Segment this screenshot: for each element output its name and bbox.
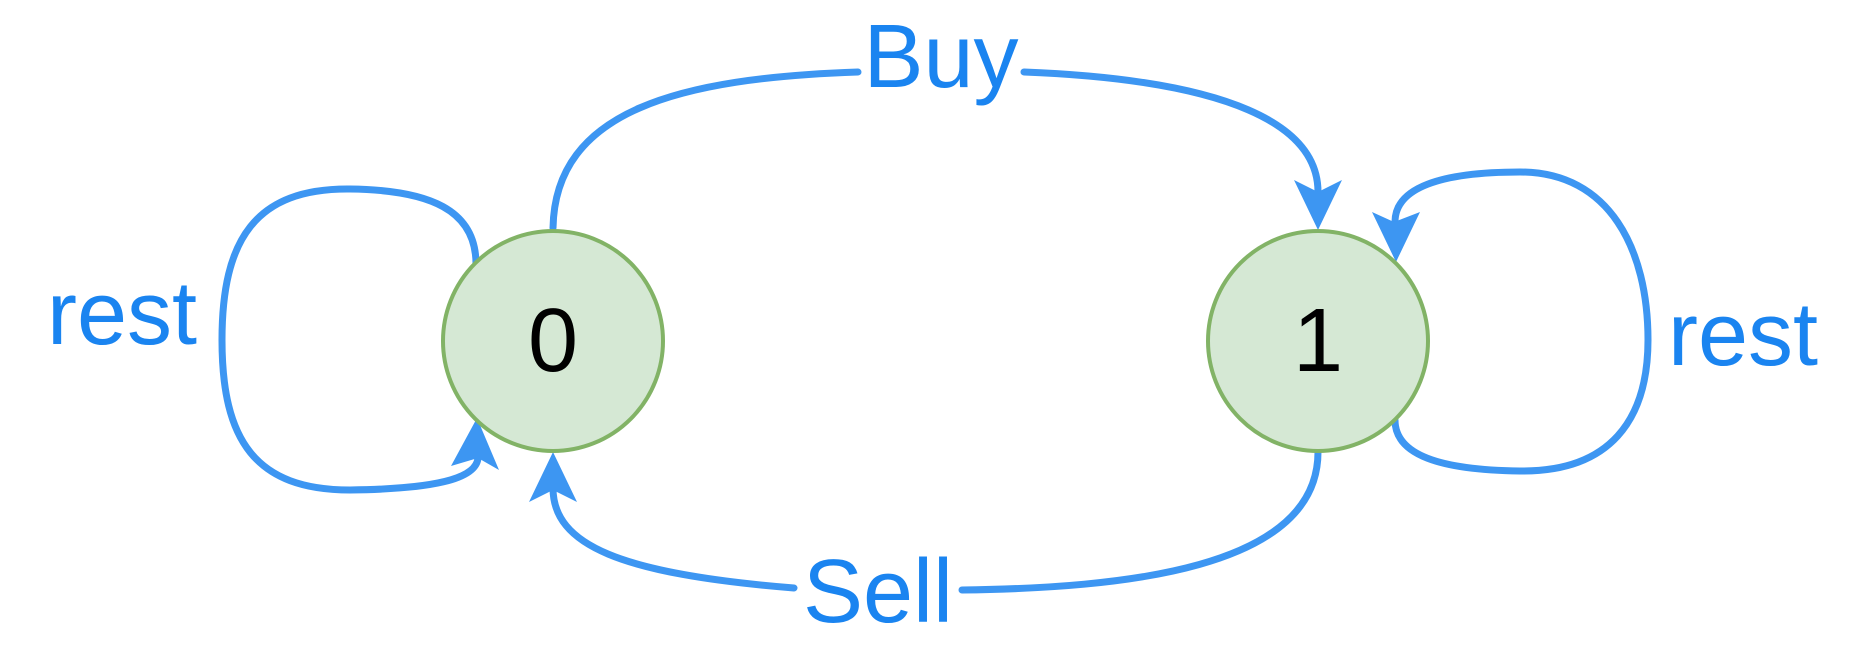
edge-rest-0-arrowhead <box>451 418 499 470</box>
edge-buy-arrowhead <box>1294 180 1342 230</box>
node-state-1-label: 1 <box>1293 291 1343 391</box>
node-state-0-circle <box>441 229 665 453</box>
node-state-0: 0 <box>441 229 665 453</box>
edge-rest-1-arrowhead <box>1372 212 1420 262</box>
edge-buy-line-left <box>549 68 862 232</box>
edge-buy <box>549 68 1342 232</box>
edge-rest-0-label: rest <box>47 264 197 364</box>
edge-rest-0 <box>218 185 499 494</box>
node-state-0-label: 0 <box>528 291 578 391</box>
edge-rest-0-line <box>218 185 482 494</box>
edge-sell-line-right <box>958 448 1322 594</box>
edge-rest-1-line <box>1391 168 1652 475</box>
edge-buy-label: Buy <box>863 7 1018 107</box>
edge-rest-1 <box>1372 168 1652 475</box>
edge-sell <box>529 448 1322 594</box>
node-state-1: 1 <box>1206 229 1430 453</box>
node-state-1-circle <box>1206 229 1430 453</box>
edge-buy-line-right <box>1020 68 1322 196</box>
edge-rest-1-label: rest <box>1668 285 1818 385</box>
edge-sell-line-left <box>549 484 798 592</box>
edge-sell-arrowhead <box>529 452 577 502</box>
edge-sell-label: Sell <box>803 542 953 642</box>
